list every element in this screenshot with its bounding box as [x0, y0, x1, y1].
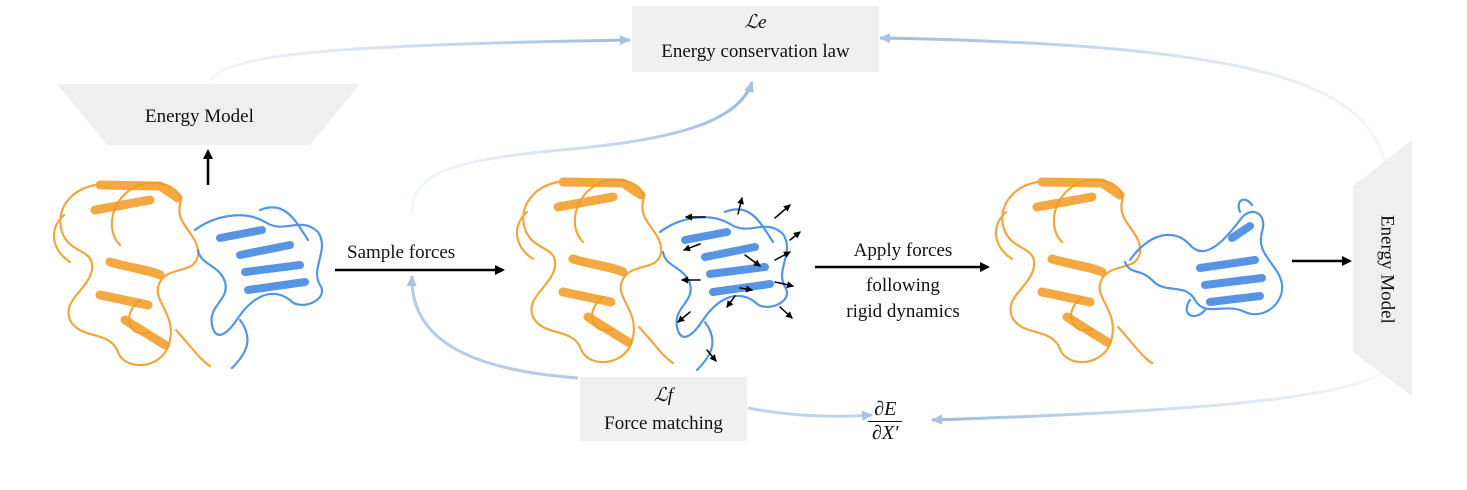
energy-conservation-box: ℒe Energy conservation law	[632, 6, 879, 72]
loss-f-label: Force matching	[604, 413, 723, 434]
blue-protein-1-strands	[216, 226, 309, 294]
feedback-arrows	[208, 33, 1387, 425]
blue-protein-3	[1123, 198, 1284, 318]
blue-protein-3-strands	[1196, 222, 1266, 306]
apply-forces-line1: Apply forces	[853, 240, 953, 261]
force-vectors	[677, 197, 801, 362]
arrow-sample-to-le	[410, 81, 754, 216]
protein-complex-sampled	[516, 177, 801, 372]
arrow-energy-model-to-le	[208, 35, 631, 81]
orange-protein-2-strands	[553, 177, 646, 347]
arrow-right-model-to-le	[879, 33, 1387, 161]
arrow-lf-to-gradient	[747, 406, 873, 421]
apply-forces-label: Apply forces	[828, 240, 978, 263]
orange-protein-3	[995, 178, 1154, 365]
arrow-right-model-to-gradient	[931, 370, 1386, 425]
blue-protein-2	[658, 208, 789, 372]
blue-protein-2-strands	[681, 228, 774, 296]
orange-protein-1-strands	[90, 180, 183, 350]
orange-protein-3-strands	[1032, 177, 1125, 347]
gradient-numerator: ∂E	[868, 398, 903, 422]
energy-model-right-label: Energy Model	[1376, 214, 1398, 324]
energy-model-right-shape	[1353, 140, 1412, 396]
apply-forces-sub: following rigid dynamics	[818, 273, 988, 324]
orange-protein-1	[53, 181, 212, 368]
orange-protein-2	[516, 178, 675, 365]
force-matching-box: ℒf Force matching	[580, 377, 747, 441]
apply-forces-line3: rigid dynamics	[846, 300, 960, 322]
loss-e-label: Energy conservation law	[661, 41, 850, 62]
apply-forces-line2: following	[866, 275, 940, 296]
protein-complex-input	[53, 180, 324, 370]
gradient-denominator: ∂X′	[872, 422, 899, 444]
sample-forces-label: Sample forces	[347, 242, 456, 263]
protein-complex-moved	[995, 177, 1284, 365]
loss-f-symbol: ℒf	[654, 385, 673, 406]
blue-protein-1	[193, 206, 324, 370]
gradient-fraction: ∂E ∂X′	[868, 398, 903, 445]
loss-e-symbol: ℒe	[744, 12, 767, 33]
energy-model-left-shape	[57, 84, 360, 145]
energy-model-left-label: Energy Model	[145, 106, 254, 127]
arrow-lf-to-sample	[406, 275, 579, 380]
